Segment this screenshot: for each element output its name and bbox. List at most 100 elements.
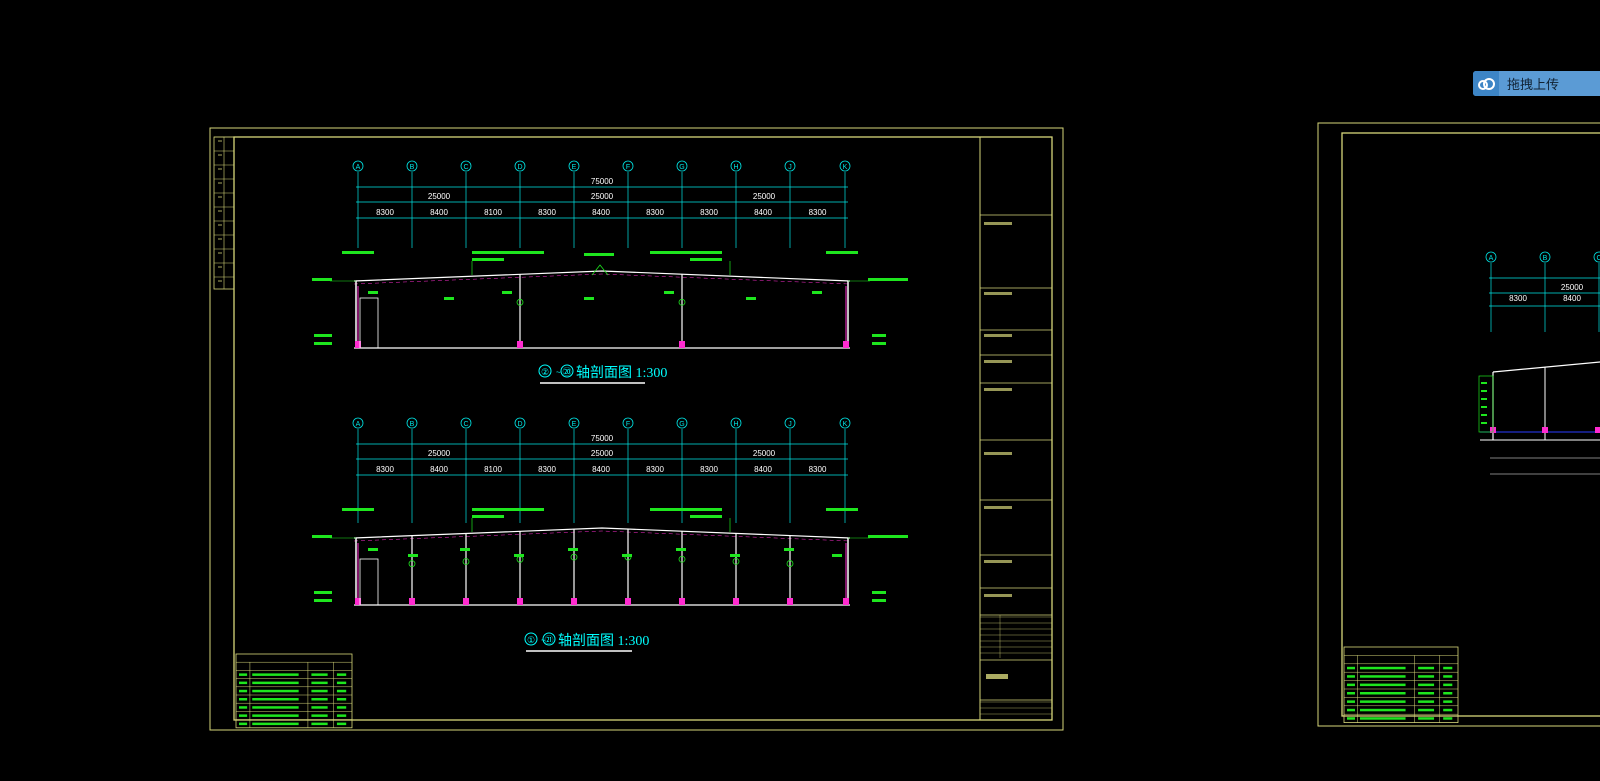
dim-span: 8300	[809, 208, 827, 217]
material-table	[235, 653, 353, 729]
dim-span: 8300	[646, 465, 664, 474]
dim-total: 75000	[591, 434, 614, 443]
column-base	[843, 341, 849, 348]
axis-label: B	[410, 421, 415, 428]
axis-label: C	[463, 164, 468, 171]
axis-label: D	[517, 164, 522, 171]
axis-label: A	[356, 164, 361, 171]
axis-bubble	[784, 417, 796, 429]
column-base	[571, 598, 577, 605]
axis-bubble	[839, 160, 851, 172]
axis-bubble	[460, 417, 472, 429]
drawing-sheet-right: A B C 25000 8300 8400	[1317, 122, 1600, 727]
dim-mid: 25000	[591, 449, 614, 458]
door	[359, 297, 379, 349]
axis-label: J	[788, 164, 792, 171]
axis-label: E	[572, 421, 577, 428]
section-title-2: ① ~ ㉑ 轴剖面图 1:300	[524, 632, 649, 652]
axis-label: H	[733, 421, 738, 428]
material-table-right	[1343, 646, 1459, 723]
axis-bubble	[568, 160, 580, 172]
drag-upload-button[interactable]: 拖拽上传	[1473, 71, 1600, 96]
axis-bubble	[514, 160, 526, 172]
dim-span: 8400	[430, 208, 448, 217]
axis-label: D	[517, 421, 522, 428]
door	[359, 558, 379, 606]
column-base	[409, 598, 415, 605]
dim-mid: 25000	[428, 192, 451, 201]
section-1-title: 轴剖面图 1:300	[576, 365, 667, 381]
column-base	[733, 598, 739, 605]
roof-line	[353, 527, 851, 539]
axis-label: A	[356, 421, 361, 428]
title-block	[979, 136, 1053, 721]
axis-bubble	[1593, 251, 1600, 263]
axis-label: J	[788, 421, 792, 428]
axis-label: F	[626, 164, 630, 171]
axis-bubble	[676, 417, 688, 429]
dim-span: 8300	[700, 465, 718, 474]
dim-mid: 25000	[1561, 283, 1584, 292]
axis-bubble	[406, 160, 418, 172]
axis-label: C	[463, 421, 468, 428]
dim-mid: 25000	[591, 192, 614, 201]
dim-span: 8400	[592, 208, 610, 217]
axis-bubble	[1539, 251, 1551, 263]
axis-bubble	[839, 417, 851, 429]
section-title-1: ② ~ ⑳ 轴剖面图 1:300	[538, 364, 667, 384]
dim-mid: 25000	[753, 192, 776, 201]
column-base	[843, 598, 849, 605]
section-2-title: 轴剖面图 1:300	[558, 633, 649, 649]
dim-total: 75000	[591, 177, 614, 186]
dim-span: 8100	[484, 465, 502, 474]
axis-label: B	[1543, 255, 1548, 262]
column-base	[517, 598, 523, 605]
dim-span: 8300	[646, 208, 664, 217]
section-2-circle-a: ①	[527, 635, 535, 645]
dim-span: 8300	[376, 208, 394, 217]
dim-span: 8100	[484, 208, 502, 217]
axis-label: K	[843, 421, 848, 428]
dim-span: 8300	[538, 465, 556, 474]
column-base	[787, 598, 793, 605]
axis-bubble	[514, 417, 526, 429]
dim-span: 8300	[538, 208, 556, 217]
cloud-upload-icon	[1473, 71, 1499, 96]
axis-bubble	[784, 160, 796, 172]
section-view-2: A B C D E F G H J K 75000 25000 25000 25000 8300 8400 81…	[312, 417, 908, 606]
column-base	[355, 598, 361, 605]
axis-label: C	[1596, 255, 1600, 262]
dim-span: 8400	[1563, 294, 1581, 303]
svg-text:~: ~	[556, 368, 561, 377]
section-1-circle-a: ②	[541, 367, 549, 377]
axis-bubble	[676, 160, 688, 172]
axis-label: H	[733, 164, 738, 171]
drag-upload-label: 拖拽上传	[1507, 77, 1560, 92]
dim-span: 8400	[592, 465, 610, 474]
axis-label: F	[626, 421, 630, 428]
dim-span: 8400	[754, 465, 772, 474]
axis-label: K	[843, 164, 848, 171]
axis-label: B	[410, 164, 415, 171]
dim-span: 8400	[754, 208, 772, 217]
axis-label: G	[679, 421, 684, 428]
dim-mid: 25000	[428, 449, 451, 458]
column-base	[679, 341, 685, 348]
axis-label: A	[1489, 255, 1494, 262]
axis-bubble	[730, 417, 742, 429]
column-base	[355, 341, 361, 348]
column-base	[625, 598, 631, 605]
dim-span: 8300	[809, 465, 827, 474]
axis-bubble	[460, 160, 472, 172]
axis-bubble	[622, 417, 634, 429]
dim-span: 8300	[700, 208, 718, 217]
axis-bubble	[622, 160, 634, 172]
dim-span: 8400	[430, 465, 448, 474]
axis-label: E	[572, 164, 577, 171]
dim-mid: 25000	[753, 449, 776, 458]
dim-span: 8300	[1509, 294, 1527, 303]
section-2-circle-b: ㉑	[544, 635, 553, 645]
dim-span: 8300	[376, 465, 394, 474]
